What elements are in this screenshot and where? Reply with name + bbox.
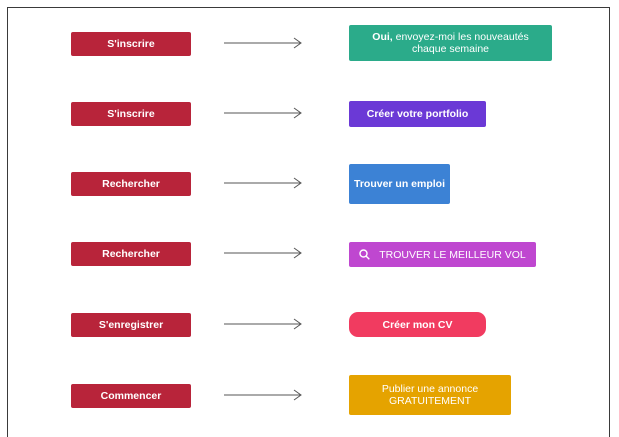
button-after-post-ad[interactable]: Publier une annonce GRATUITEMENT — [349, 375, 511, 415]
button-after-cv[interactable]: Créer mon CV — [349, 312, 486, 337]
button-after-newsletter-label: Oui, envoyez-moi les nouveautés chaque s… — [357, 31, 544, 55]
button-after-cv-label: Créer mon CV — [382, 318, 453, 331]
search-icon — [359, 249, 371, 260]
button-after-portfolio-label: Créer votre portfolio — [366, 108, 469, 120]
button-after-newsletter[interactable]: Oui, envoyez-moi les nouveautés chaque s… — [349, 25, 552, 61]
button-before-6[interactable]: Commencer — [71, 384, 191, 408]
button-after-flight-search[interactable]: TROUVER LE MEILLEUR VOL — [349, 242, 536, 267]
button-before-4[interactable]: Rechercher — [71, 242, 191, 266]
arrow-icon — [224, 37, 302, 49]
arrow-icon — [224, 389, 302, 401]
button-before-1-label: S'inscrire — [107, 38, 155, 50]
button-after-job[interactable]: Trouver un emploi — [349, 164, 450, 204]
newsletter-strong-text: Oui, — [372, 31, 393, 43]
button-before-1[interactable]: S'inscrire — [71, 32, 191, 56]
button-before-3-label: Rechercher — [102, 178, 160, 190]
diagram-frame: S'inscrire Oui, envoyez-moi les nouveaut… — [7, 7, 610, 437]
button-before-5[interactable]: S'enregistrer — [71, 313, 191, 337]
button-before-4-label: Rechercher — [102, 248, 160, 260]
button-after-flight-search-label: TROUVER LE MEILLEUR VOL — [379, 248, 526, 261]
button-after-post-ad-label: Publier une annonce GRATUITEMENT — [381, 383, 479, 407]
arrow-icon — [224, 177, 302, 189]
button-before-2[interactable]: S'inscrire — [71, 102, 191, 126]
arrow-icon — [224, 318, 302, 330]
button-before-5-label: S'enregistrer — [98, 319, 164, 331]
button-after-job-label: Trouver un emploi — [353, 178, 445, 190]
newsletter-text: envoyez-moi les nouveautés chaque semain… — [392, 31, 529, 55]
button-before-3[interactable]: Rechercher — [71, 172, 191, 196]
arrow-icon — [224, 107, 302, 119]
button-before-2-label: S'inscrire — [107, 108, 155, 120]
button-before-6-label: Commencer — [100, 390, 162, 402]
button-after-portfolio[interactable]: Créer votre portfolio — [349, 101, 486, 127]
arrow-icon — [224, 247, 302, 259]
